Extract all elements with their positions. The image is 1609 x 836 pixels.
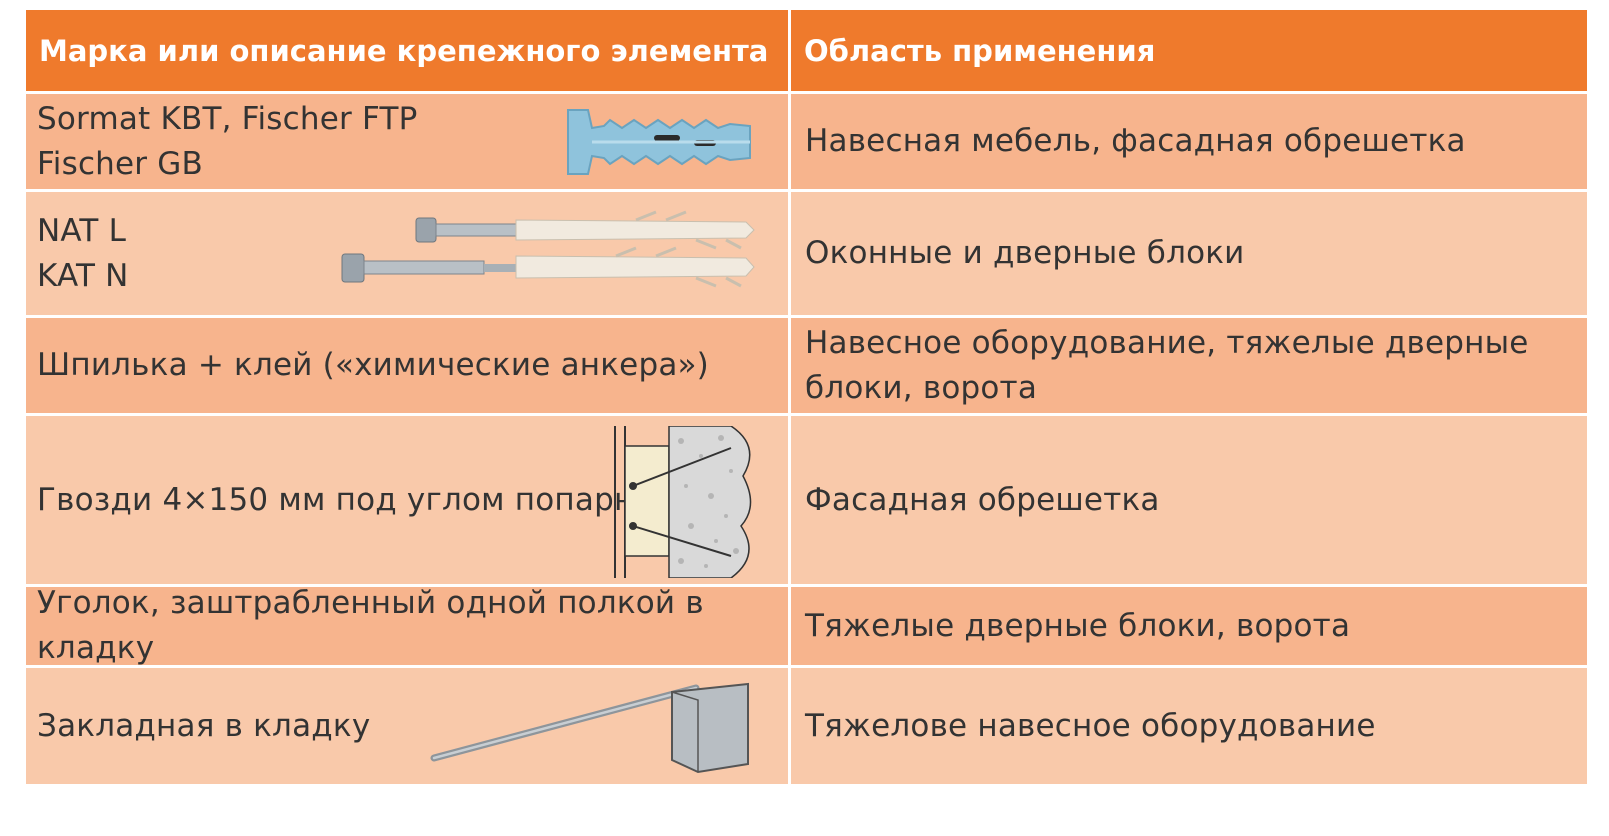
- fasteners-table: Марка или описание крепежного элемента О…: [26, 10, 1587, 784]
- application-text: Фасадная обрешетка: [805, 481, 1160, 518]
- fastener-cell: NAT L KAT N: [26, 192, 791, 315]
- fastener-text: Fischer GB: [37, 145, 203, 182]
- frame-anchor-screws-icon: [341, 210, 755, 288]
- fastener-text: NAT L: [37, 212, 127, 249]
- application-cell: Оконные и дверные блоки: [791, 192, 1587, 315]
- application-text: Навесное оборудование, тяжелые дверные: [805, 324, 1529, 361]
- fastener-cell: Закладная в кладку: [26, 668, 791, 784]
- plastic-screw-anchor-icon: [567, 109, 751, 175]
- table-row: Уголок, заштрабленный одной полкой в кла…: [26, 585, 1587, 668]
- application-text: Оконные и дверные блоки: [805, 235, 1245, 271]
- table-row: NAT L KAT N Оконные и дверные блоки: [26, 192, 1587, 318]
- header-application: Область применения: [804, 33, 1156, 68]
- fastener-cell: Sormat KBT, Fischer FTP Fischer GB: [26, 94, 791, 189]
- fastener-text: Шпилька + клей («химические анкера»): [37, 347, 709, 383]
- fastener-cell: Уголок, заштрабленный одной полкой в кла…: [26, 585, 791, 666]
- fastener-cell: Гвозди 4×150 мм под углом попарно: [26, 416, 791, 584]
- table-row: Sormat KBT, Fischer FTP Fischer GB Навес…: [26, 94, 1587, 192]
- table-row: Гвозди 4×150 мм под углом попарно: [26, 416, 1587, 587]
- application-cell: Навесная мебель, фасадная обрешетка: [791, 94, 1587, 189]
- application-text: Навесная мебель, фасадная обрешетка: [805, 123, 1466, 159]
- application-text: блоки, ворота: [805, 369, 1038, 406]
- fastener-cell: Шпилька + клей («химические анкера»): [26, 318, 791, 413]
- fastener-text: Уголок, заштрабленный одной полкой в кла…: [37, 585, 704, 666]
- table-row: Закладная в кладку Тяжелове навесное обо…: [26, 668, 1587, 784]
- embedded-plate-icon: [430, 682, 749, 774]
- application-text: Тяжелове навесное оборудование: [805, 707, 1376, 744]
- application-text: Тяжелые дверные блоки, ворота: [805, 607, 1351, 644]
- fastener-text: KAT N: [37, 257, 129, 294]
- application-cell: Навесное оборудование, тяжелые дверные б…: [791, 318, 1587, 413]
- angled-nails-diagram-icon: [614, 426, 752, 578]
- fastener-text: Гвозди 4×150 мм под углом попарно: [37, 481, 654, 518]
- application-cell: Фасадная обрешетка: [791, 416, 1587, 584]
- application-cell: Тяжелове навесное оборудование: [791, 668, 1587, 784]
- fastener-text: Sormat KBT, Fischer FTP: [37, 100, 418, 137]
- application-cell: Тяжелые дверные блоки, ворота: [791, 587, 1587, 665]
- table-row: Шпилька + клей («химические анкера») Нав…: [26, 318, 1587, 416]
- table-header-row: Марка или описание крепежного элемента О…: [26, 10, 1587, 94]
- fastener-text: Закладная в кладку: [37, 707, 371, 744]
- header-fastener: Марка или описание крепежного элемента: [26, 10, 791, 91]
